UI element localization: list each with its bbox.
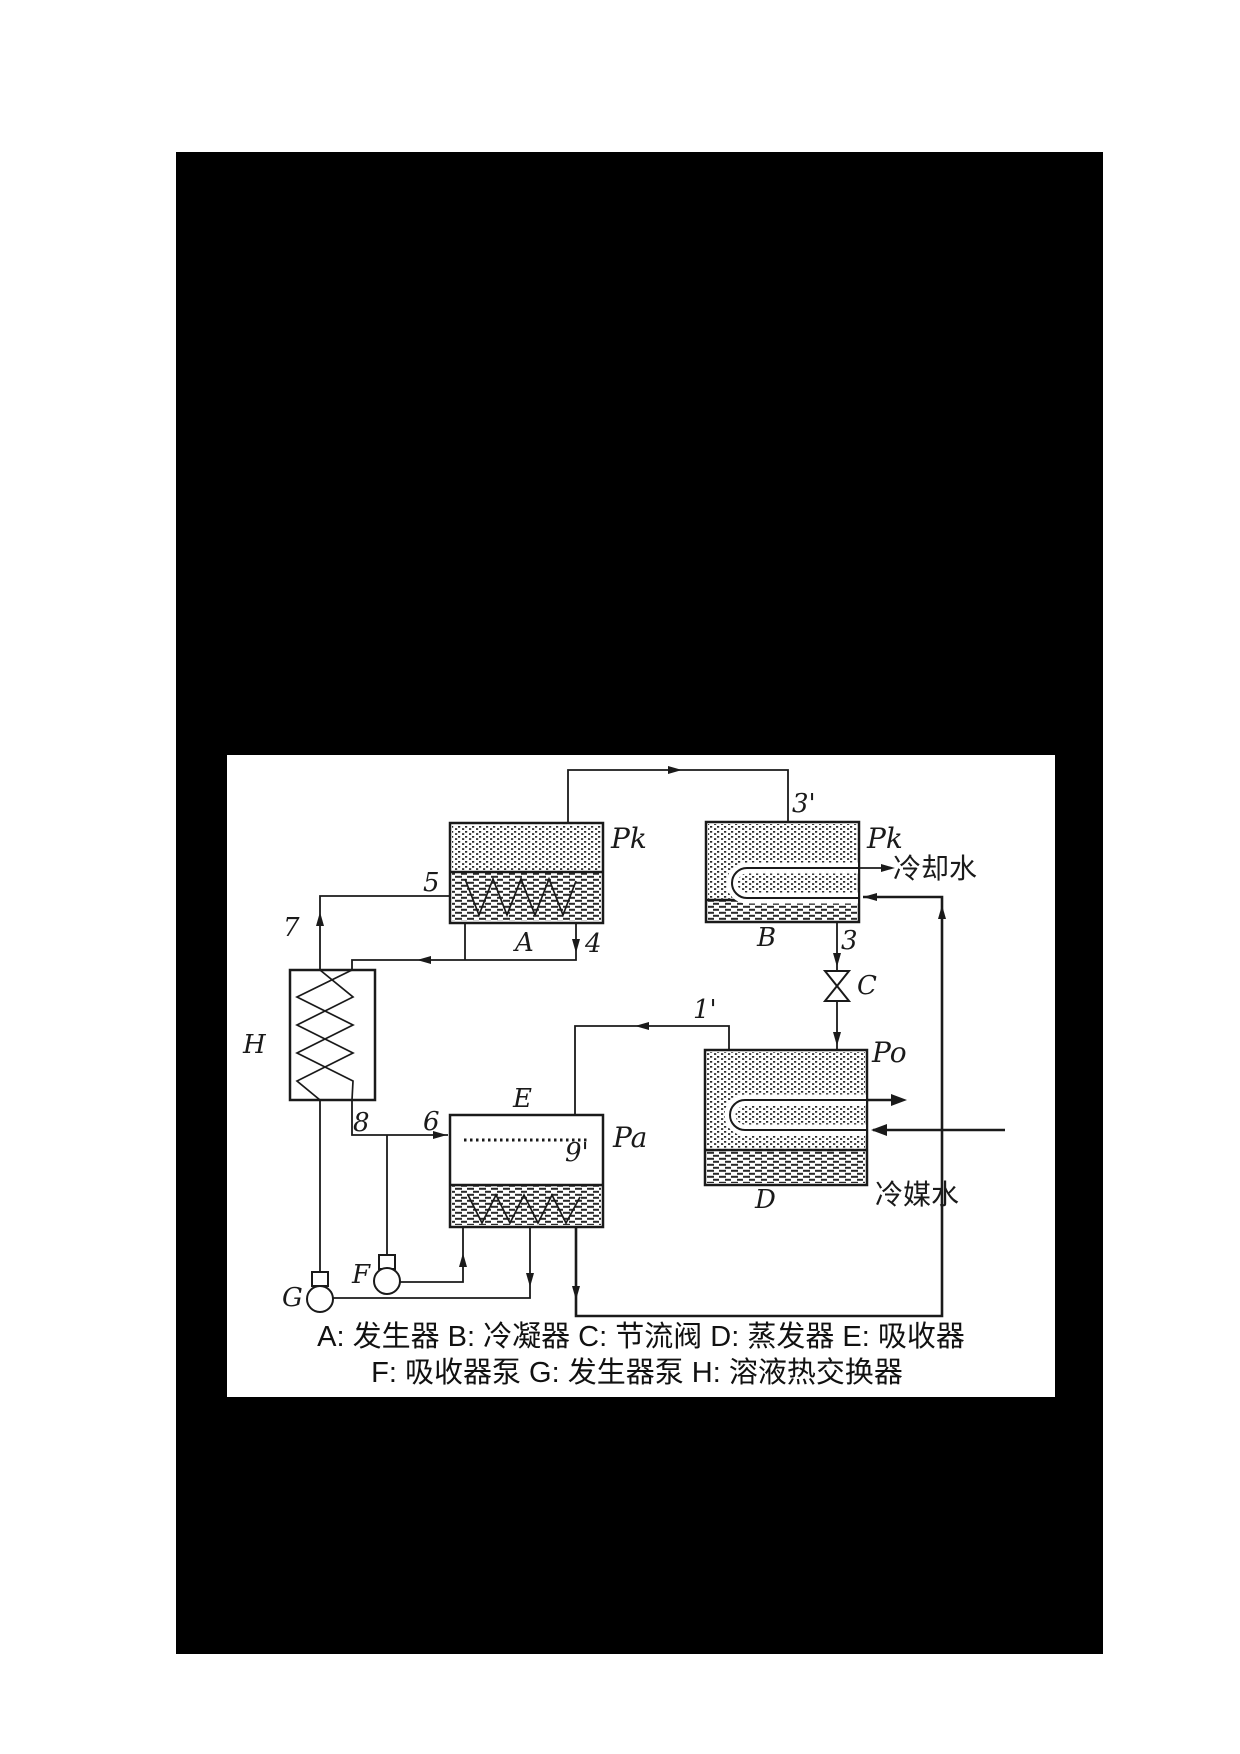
label-chilled-water: 冷媒水	[875, 1179, 959, 1210]
label-po-evaporator: Po	[871, 1036, 907, 1069]
solution-heat-exchanger-H	[288, 968, 377, 1102]
legend-line-2: F: 吸收器泵 G: 发生器泵 H: 溶液热交换器	[371, 1356, 903, 1389]
label-heat-exchanger-H: H	[242, 1030, 267, 1060]
label-point-8: 8	[353, 1108, 370, 1138]
generator-vessel-A	[448, 821, 605, 925]
generator-pump-icon	[306, 1271, 334, 1313]
label-point-7: 7	[283, 913, 300, 943]
pipe-cooling-water-return-to-condenser	[572, 893, 946, 1318]
label-pump-F: F	[351, 1260, 371, 1290]
pipe-generator-pump-suction	[333, 1227, 534, 1299]
label-valve-C: C	[857, 971, 877, 1001]
label-condenser-B: B	[756, 923, 776, 953]
evaporator-vessel-D	[703, 1048, 869, 1187]
evaporator-chilled-water-tube	[729, 1099, 867, 1131]
label-pk-condenser: Pk	[866, 822, 903, 855]
label-point-1prime: 1'	[693, 995, 717, 1025]
label-point-5: 5	[423, 868, 440, 898]
legend-line-1: A: 发生器 B: 冷凝器 C: 节流阀 D: 蒸发器 E: 吸收器	[317, 1320, 965, 1353]
label-point-6: 6	[423, 1107, 440, 1137]
generator-heating-coil	[464, 876, 577, 918]
pipe-condenser-to-valve-to-evaporator	[833, 922, 841, 1050]
pipe-strong-solution-to-generator	[316, 895, 450, 1272]
diagram-canvas: Pk Pk Po Pa 3' 1' 9' 3 4 5 6 7 8 A B C D…	[242, 766, 1005, 1389]
label-pk-generator: Pk	[610, 822, 647, 855]
label-evaporator-D: D	[754, 1185, 776, 1215]
label-pa-absorber: Pa	[612, 1121, 647, 1154]
label-cooling-water: 冷却水	[893, 853, 977, 884]
pipe-vapor-generator-to-condenser	[567, 766, 789, 823]
label-point-9prime: 9'	[565, 1138, 589, 1168]
condenser-vessel-B	[704, 820, 861, 924]
label-point-4: 4	[584, 929, 602, 959]
label-point-3prime: 3'	[792, 789, 816, 819]
expansion-valve-icon	[822, 970, 852, 1002]
pipe-cooling-water-outlet	[859, 864, 895, 872]
label-absorber-E: E	[512, 1084, 532, 1114]
condenser-cooling-tube	[731, 867, 859, 899]
absorber-cooling-coil	[467, 1193, 581, 1225]
absorber-vessel-E	[448, 1113, 605, 1229]
label-pump-G: G	[282, 1283, 303, 1313]
absorption-cycle-diagram: Pk Pk Po Pa 3' 1' 9' 3 4 5 6 7 8 A B C D…	[227, 755, 1055, 1397]
pipe-vapor-evaporator-to-absorber	[574, 1022, 730, 1115]
absorber-pump-icon	[373, 1254, 401, 1295]
label-generator-A: A	[513, 928, 534, 958]
label-point-3: 3	[841, 926, 858, 956]
pipe-weak-solution-to-absorber	[351, 1100, 448, 1255]
pipe-chilled-water-lines	[867, 1094, 1005, 1136]
